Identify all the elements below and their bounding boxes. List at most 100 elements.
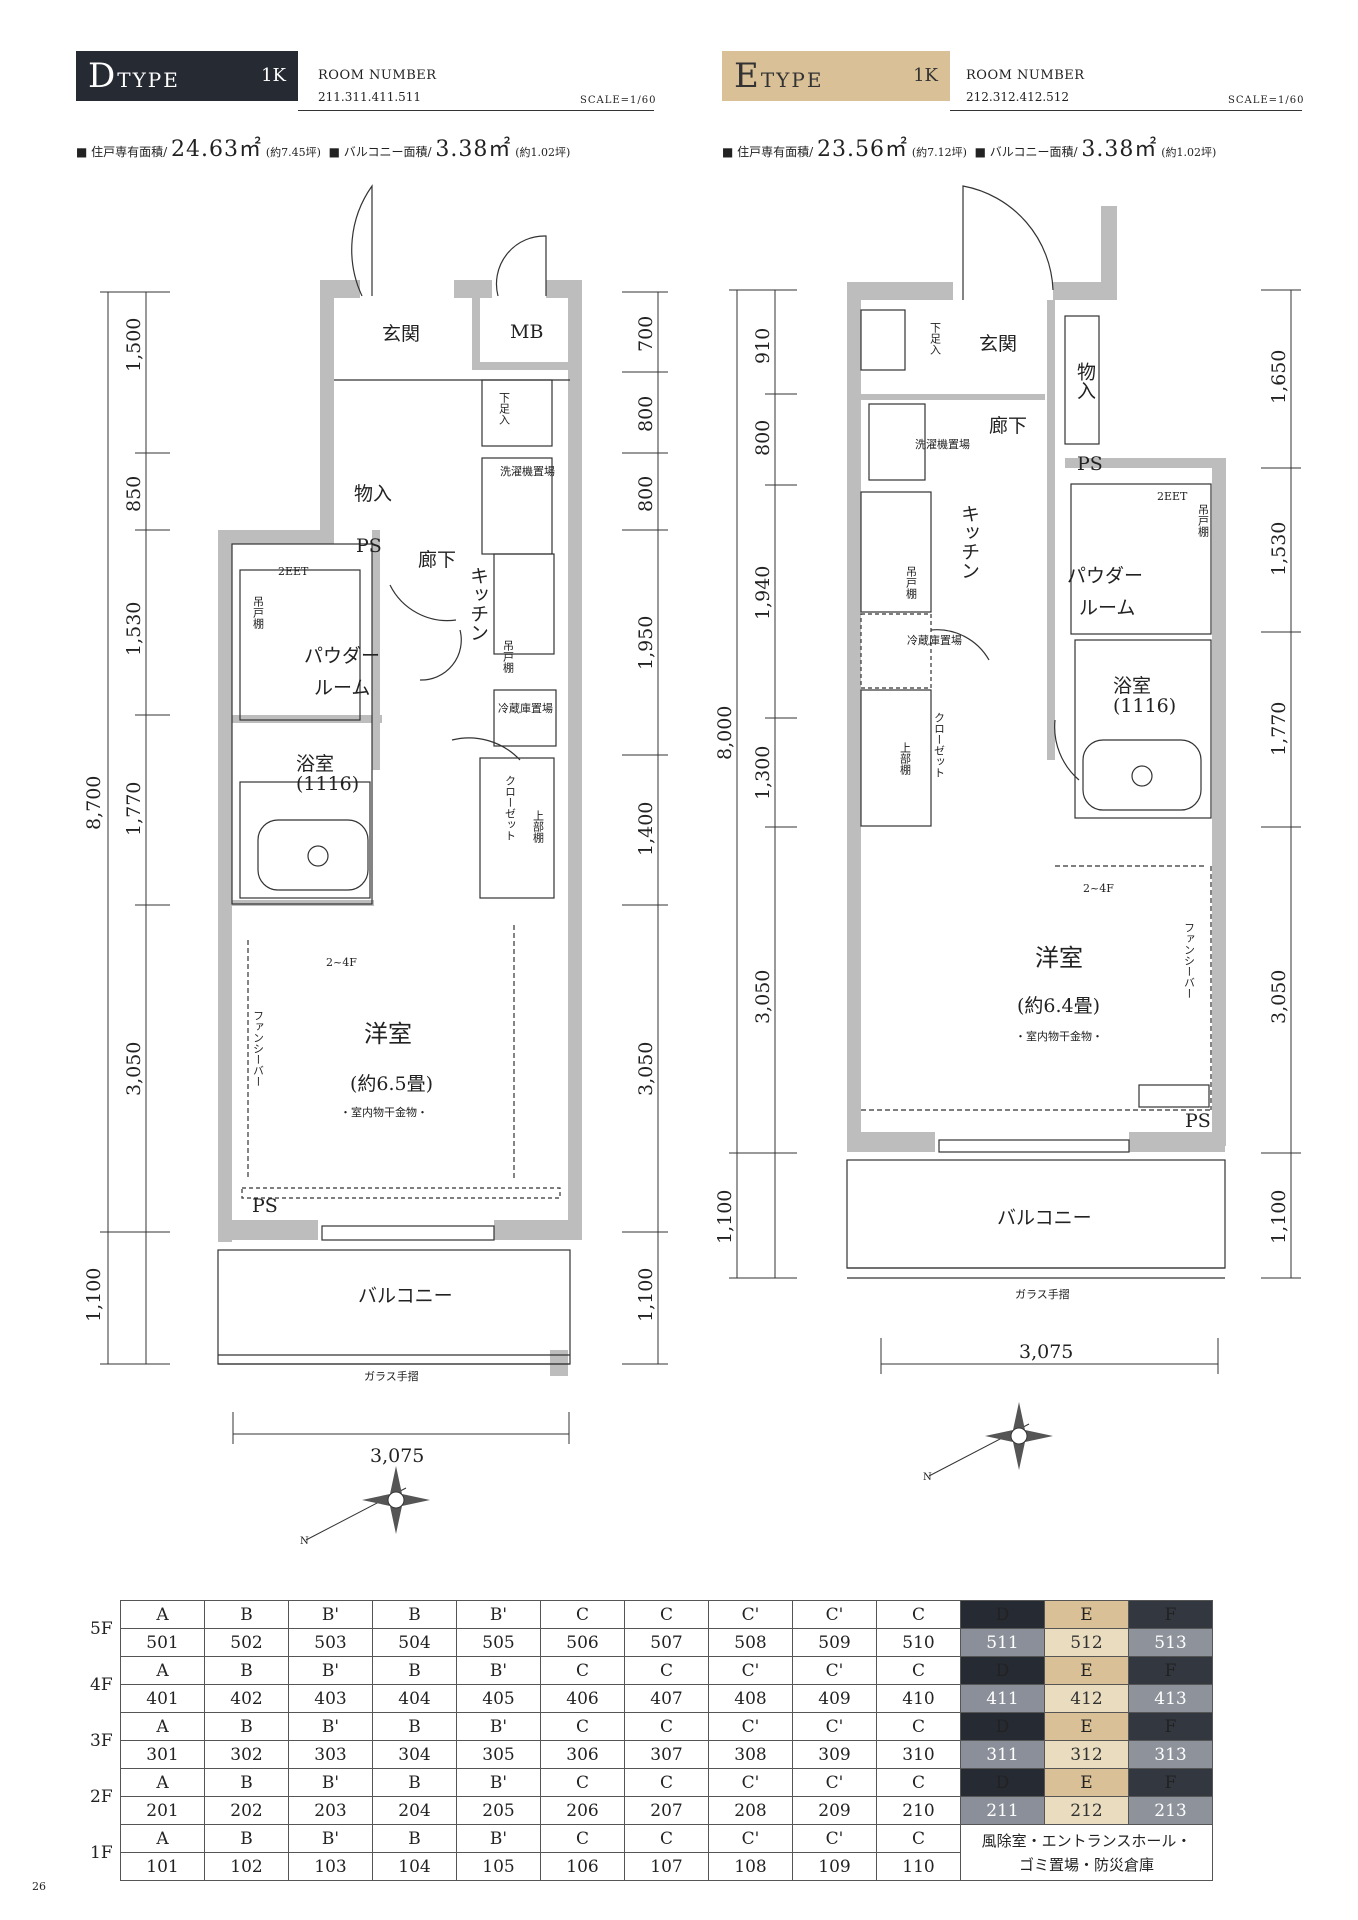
floor-label: 2F (90, 1786, 113, 1807)
unit-type-cell: B (204, 1656, 289, 1685)
e-storage (1064, 315, 1100, 445)
d-bathtub (257, 819, 369, 891)
e-dim-right-4: 1,100 (1268, 1190, 1290, 1244)
unit-number-cell: 312 (1044, 1740, 1129, 1769)
unit-number-cell: 411 (960, 1684, 1045, 1713)
d-room-numbers: 211.311.411.511 (318, 90, 422, 104)
d-floor-plan: 玄関 MB 下足入 物入 洗濯機置場 PS 廊下 キッチン 吊戸棚 吊戸棚 パウ… (83, 184, 668, 1547)
d-room-ps-bottom: PS (252, 1195, 278, 1217)
e-dim-left-1: 800 (752, 420, 774, 456)
unit-number-cell: 408 (708, 1684, 793, 1713)
unit-number-cell: 104 (372, 1852, 457, 1881)
unit-number-cell: 208 (708, 1796, 793, 1825)
e-type-layout: 1K (913, 65, 938, 86)
d-room-closet: クローゼット (504, 775, 517, 841)
d-type-layout: 1K (261, 65, 286, 86)
e-room-number-label: ROOM NUMBER (966, 68, 1085, 83)
d-dim-left-1: 850 (123, 476, 145, 512)
unit-type-cell: E (1044, 1768, 1129, 1797)
unit-type-cell: C' (708, 1600, 793, 1629)
d-bathroom (239, 781, 371, 899)
unit-type-cell: F (1128, 1768, 1213, 1797)
unit-type-cell: B (204, 1712, 289, 1741)
unit-type-cell: B (204, 1824, 289, 1853)
unit-number-cell: 103 (288, 1852, 373, 1881)
e-type-letter: E (734, 56, 759, 96)
d-type-letter: D (88, 56, 116, 96)
e-dim-left-5: 1,100 (714, 1190, 736, 1244)
e-dim-left-2: 1,940 (752, 566, 774, 620)
e-area-line: ■ 住戸専有面積/ 23.56㎡ (約7.12坪) ■ バルコニー面積/ 3.3… (722, 131, 1216, 163)
d-dim-right-1: 800 (635, 396, 657, 432)
d-type-word: TYPE (117, 68, 180, 92)
unit-number-cell: 504 (372, 1628, 457, 1657)
e-bathtub (1082, 739, 1202, 811)
unit-number-cell: 308 (708, 1740, 793, 1769)
unit-number-cell: 212 (1044, 1796, 1129, 1825)
unit-type-cell: C (540, 1600, 625, 1629)
d-room-mb: MB (510, 321, 543, 343)
unit-type-cell: E (1044, 1656, 1129, 1685)
e-room-western-size: (約6.4畳) (1017, 995, 1100, 1017)
d-dim-left-5: 1,100 (83, 1268, 105, 1322)
e-room-ps-bottom: PS (1185, 1110, 1211, 1132)
unit-type-cell: B (372, 1712, 457, 1741)
d-dim-right-0: 700 (635, 316, 657, 352)
d-room-corridor: 廊下 (418, 549, 456, 571)
unit-number-cell: 406 (540, 1684, 625, 1713)
unit-type-cell: C (876, 1656, 961, 1685)
d-room-number-label: ROOM NUMBER (318, 68, 437, 83)
d-room-western-size: (約6.5畳) (350, 1073, 433, 1095)
unit-type-cell: A (120, 1656, 205, 1685)
unit-type-cell: D (960, 1656, 1045, 1685)
unit-number-cell: 403 (288, 1684, 373, 1713)
unit-type-cell: C' (708, 1712, 793, 1741)
unit-type-cell: F (1128, 1712, 1213, 1741)
unit-number-cell: 511 (960, 1628, 1045, 1657)
unit-type-cell: C (540, 1656, 625, 1685)
d-dim-width: 3,075 (370, 1445, 424, 1467)
floor-label: 3F (90, 1730, 113, 1751)
e-compass-north: N (923, 1472, 932, 1483)
e-scale: SCALE=1/60 (1228, 95, 1305, 106)
unit-type-cell: B (204, 1768, 289, 1797)
e-bath-drain (1131, 765, 1153, 787)
unit-number-cell: 301 (120, 1740, 205, 1769)
e-area-value: 23.56㎡ (817, 137, 909, 162)
e-dim-right-1: 1,530 (1268, 522, 1290, 576)
note-line: ゴミ置場・防災倉庫 (1018, 1855, 1154, 1874)
d-room-bath: 浴室 (296, 753, 334, 775)
unit-type-cell: F (1128, 1600, 1213, 1629)
d-header-rule (298, 110, 654, 111)
unit-type-cell: C (540, 1712, 625, 1741)
e-balcony-tsubo: (約1.02坪) (1161, 146, 1217, 159)
unit-type-cell: A (120, 1824, 205, 1853)
unit-type-cell: C' (708, 1656, 793, 1685)
unit-type-cell: B' (456, 1712, 541, 1741)
unit-number-cell: 313 (1128, 1740, 1213, 1769)
unit-number-cell: 513 (1128, 1628, 1213, 1657)
d-dim-left-2: 1,530 (123, 602, 145, 656)
unit-type-cell: F (1128, 1656, 1213, 1685)
e-area-bullet: ■ (722, 145, 738, 159)
unit-number-cell: 209 (792, 1796, 877, 1825)
unit-type-cell: B' (288, 1824, 373, 1853)
d-room-upper-shelf: 上部棚 (532, 810, 545, 844)
d-room-fancy-bar: ファンシーバー (252, 1010, 265, 1087)
d-dim-left-0: 1,500 (123, 318, 145, 372)
unit-type-cell: B' (288, 1656, 373, 1685)
e-room-glass: ガラス手摺 (1015, 1287, 1070, 1301)
e-room-balcony: バルコニー (997, 1207, 1092, 1229)
e-room-numbers: 212.312.412.512 (966, 90, 1070, 104)
unit-number-cell: 401 (120, 1684, 205, 1713)
unit-type-cell: C (876, 1712, 961, 1741)
d-compass-north: N (300, 1536, 309, 1547)
d-type-badge: D TYPE 1K (76, 51, 298, 101)
e-powder-room (1070, 483, 1212, 635)
unit-type-cell: C (624, 1600, 709, 1629)
e-kitchen-counter (860, 491, 932, 613)
d-area-value: 24.63㎡ (171, 137, 263, 162)
e-room-western: 洋室 (1035, 944, 1083, 972)
